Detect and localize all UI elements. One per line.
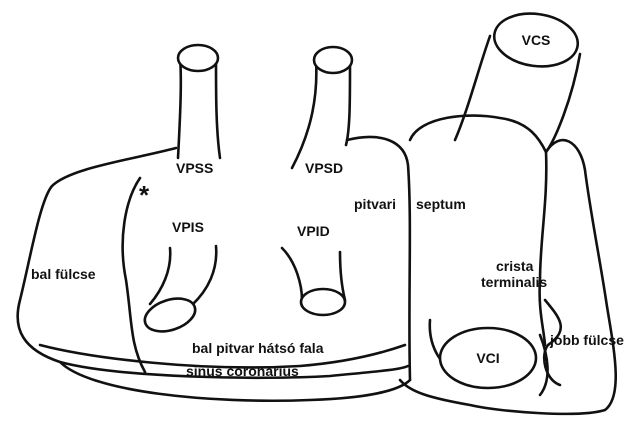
label-vpss: VPSS (176, 160, 213, 176)
vpis-vein-opening (141, 293, 200, 338)
label-terminalis: terminalis (481, 274, 547, 290)
label-vci: VCI (476, 350, 499, 366)
label-crista: crista (496, 258, 533, 274)
label-septum: septum (416, 196, 466, 212)
label-sinus-coronarius: sinus coronarius (186, 363, 299, 379)
left-atrium-right-edge (347, 137, 410, 380)
vpid-vein-opening (301, 289, 345, 315)
label-vcs: VCS (522, 32, 551, 48)
label-bal-pitvar-hatso-fala: bal pitvar hátsó fala (192, 340, 323, 356)
asterisk-marker: * (139, 182, 149, 208)
label-pitvari: pitvari (354, 196, 396, 212)
label-jobb-fulcse: jobb fülcse (550, 332, 624, 348)
vpsd-vein-opening (314, 47, 352, 73)
vpss-vein-walls (178, 58, 220, 158)
vpis-vein-walls (150, 246, 216, 305)
vpsd-vein-walls (292, 60, 350, 168)
crista-terminalis-line (540, 152, 547, 345)
vpss-vein-opening (178, 45, 218, 71)
label-vpsd: VPSD (305, 160, 343, 176)
label-bal-fulcse: bal fülcse (31, 266, 96, 282)
label-vpid: VPID (297, 223, 330, 239)
label-vpis: VPIS (172, 219, 204, 235)
